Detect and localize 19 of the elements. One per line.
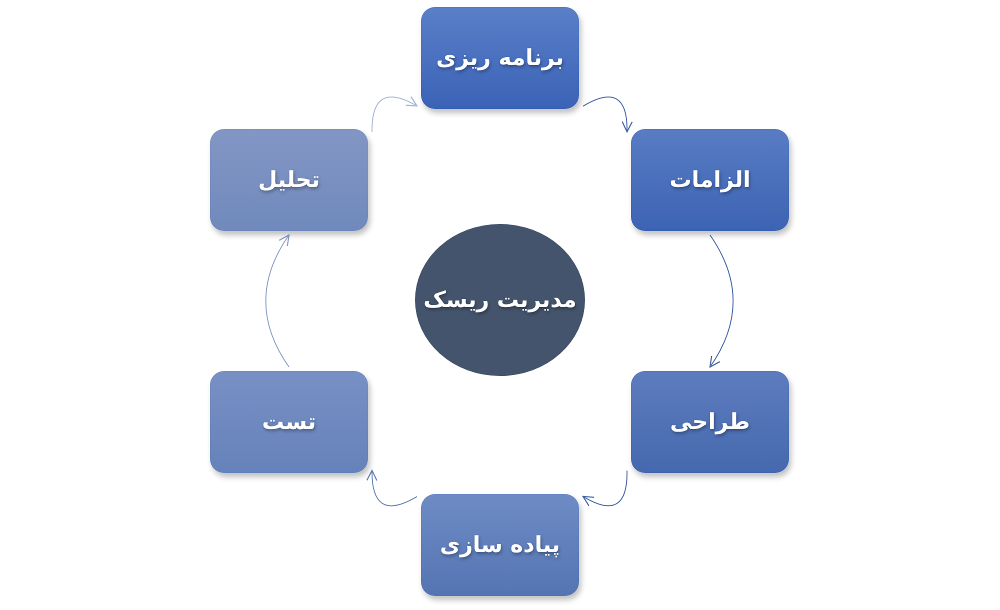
box-label: تست: [262, 410, 316, 434]
process-box: [421, 7, 579, 109]
process-box: [631, 129, 789, 231]
circle-label: مدیریت ریسک: [423, 288, 577, 312]
arrow: [265, 234, 290, 368]
arrow: [366, 470, 418, 506]
box-label: پیاده سازی: [440, 532, 560, 558]
process-box: [210, 129, 368, 231]
box-label: برنامه ریزی: [436, 46, 564, 70]
box-label: تحلیل: [258, 168, 320, 192]
arrow: [582, 470, 628, 506]
process-box: [631, 371, 789, 473]
box-label: طراحی: [670, 410, 750, 434]
arrow: [372, 96, 418, 132]
process-box: [210, 371, 368, 473]
arrow: [709, 234, 734, 368]
arrow: [582, 96, 632, 132]
process-box: [421, 494, 579, 596]
box-label: الزامات: [669, 168, 751, 192]
